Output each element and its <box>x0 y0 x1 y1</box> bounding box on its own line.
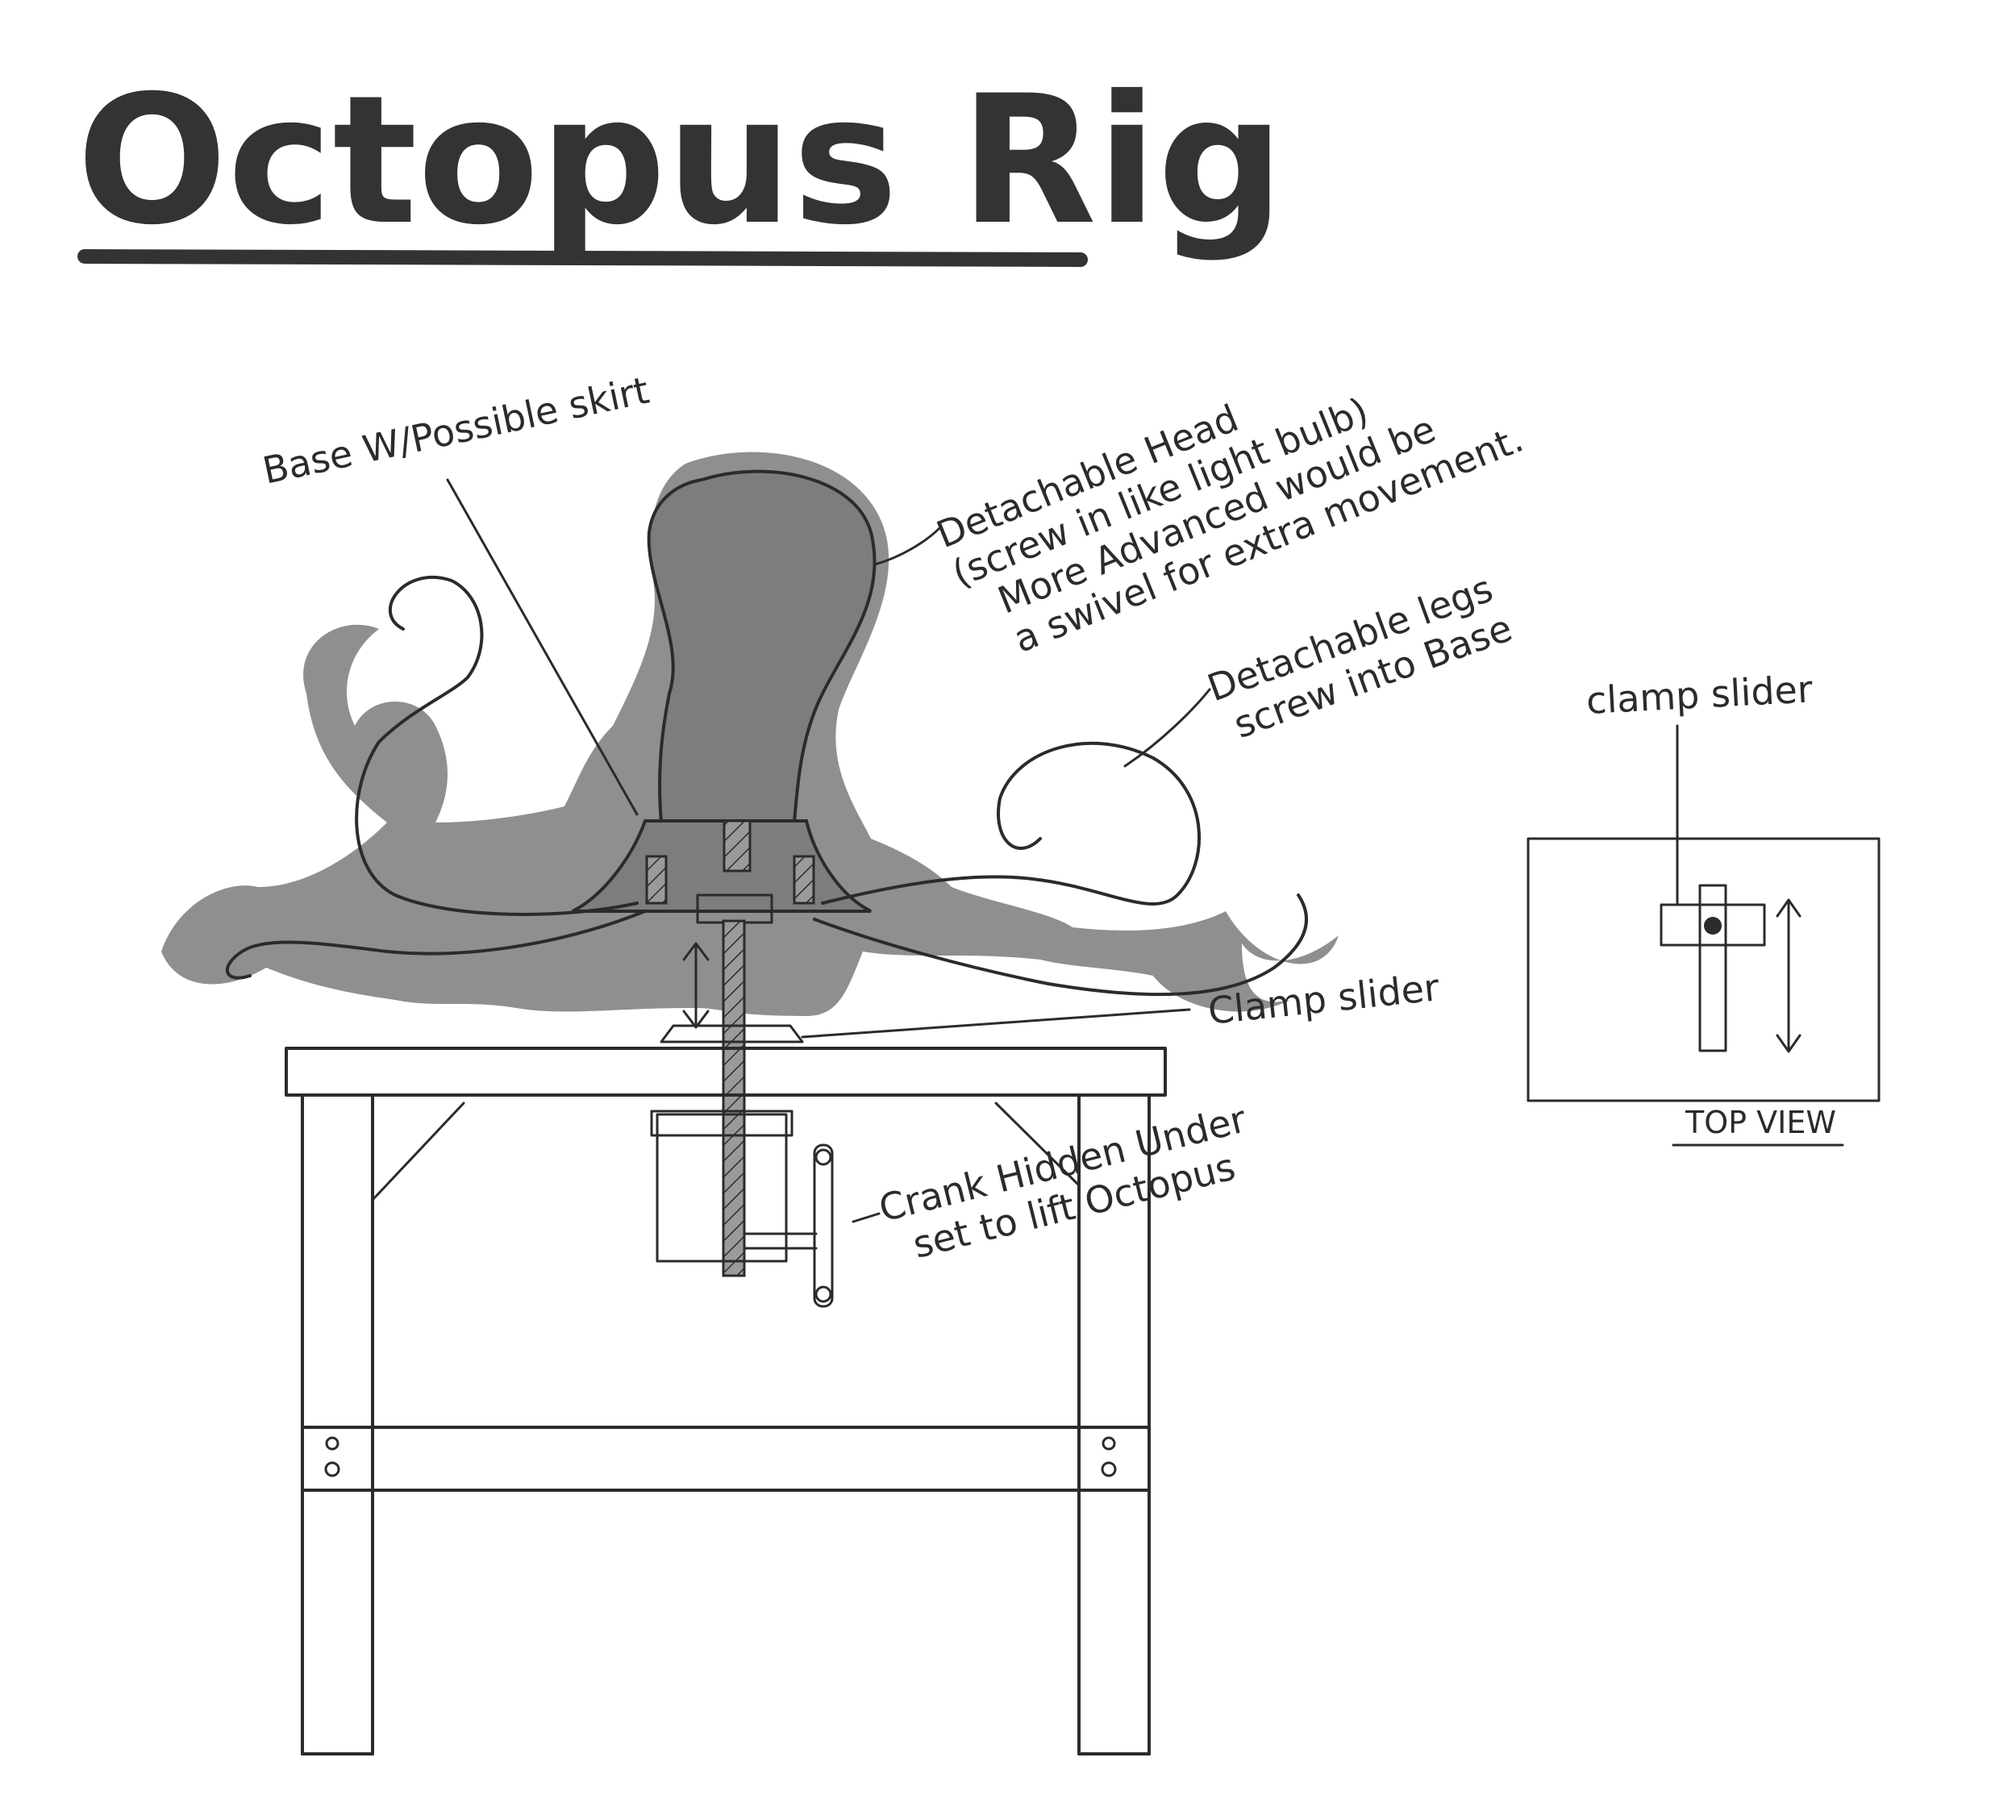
label-top-view: TOP VIEW <box>1685 1105 1836 1140</box>
table <box>285 1047 1167 1755</box>
crank-mechanism <box>650 1110 834 1308</box>
label-crank: Crank Hidden Under set to lift Octopus <box>875 1097 1251 1266</box>
label-base: Base W/Possible skirt <box>259 369 652 493</box>
head-screw <box>723 819 752 873</box>
octopus-head <box>647 469 877 824</box>
leg-screw-right <box>793 855 815 905</box>
label-top-clamp-slider: clamp slider <box>1585 667 1814 723</box>
lift-arrow-icon <box>682 942 710 1029</box>
clamp-slider-block <box>660 1024 804 1043</box>
top-view-pivot <box>1704 917 1722 935</box>
top-view <box>1527 724 1881 1102</box>
leg-screw-left <box>645 855 668 905</box>
diagram-title: Octopus Rig <box>77 57 1285 264</box>
label-legs: Detachable legs screw into Base <box>1202 566 1518 746</box>
title-underline <box>77 249 1088 267</box>
octopus-tentacles <box>225 575 1308 997</box>
leader-lines <box>446 478 1211 1223</box>
lead-screw <box>722 919 746 1277</box>
